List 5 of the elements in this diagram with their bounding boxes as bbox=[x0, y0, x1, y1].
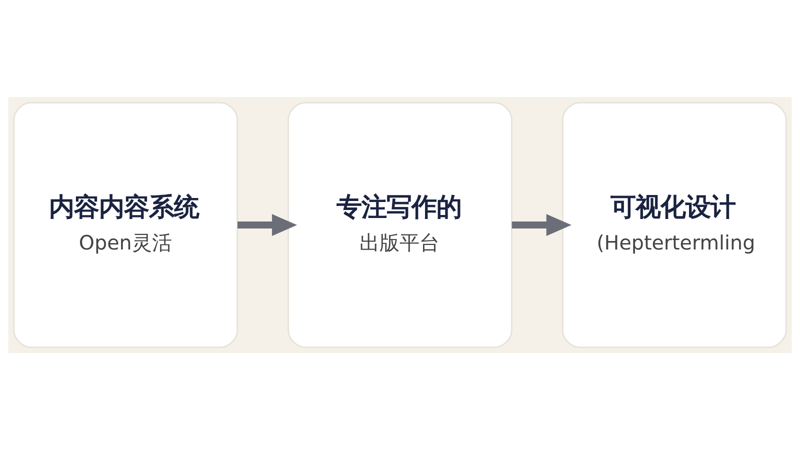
node-box: 可视化设计 (Heptertermling bbox=[562, 102, 787, 348]
arrow bbox=[237, 214, 298, 236]
node-box: 内容内容系统 Open灵活 bbox=[13, 102, 238, 348]
node-box: 专注写作的 出版平台 bbox=[288, 102, 512, 348]
arrow bbox=[512, 214, 572, 236]
